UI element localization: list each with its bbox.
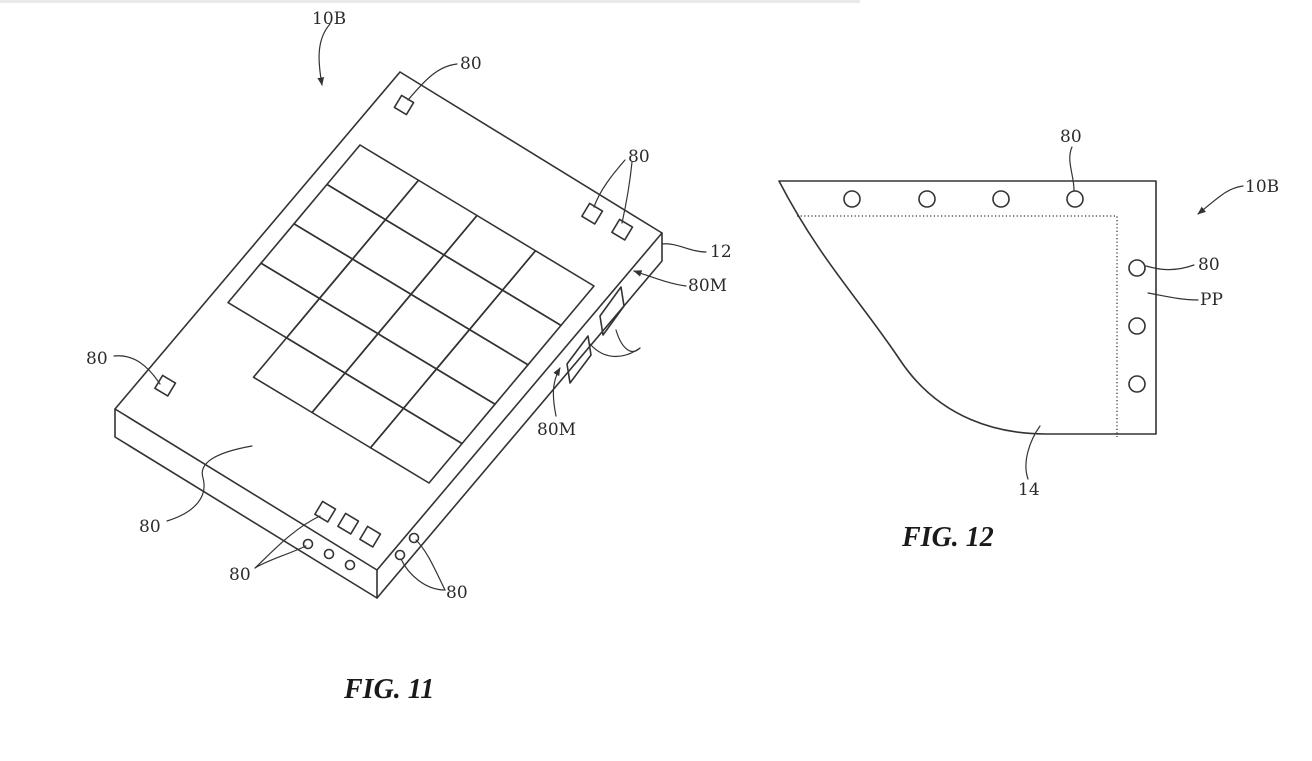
label-14: 14 (1018, 480, 1040, 500)
leader-80m-curve-a (616, 330, 640, 351)
sensor-square (360, 526, 381, 547)
display-grid-cell (261, 224, 353, 299)
label-80-left: 80 (86, 349, 108, 369)
fig-11-device-body (115, 72, 662, 598)
display-grid-cell (386, 180, 478, 255)
label-80-grid: 80 (139, 517, 161, 537)
fig-12-labels: 80 10B 80 PP 14 (1018, 127, 1279, 500)
display-grid-cell (312, 373, 404, 448)
leader-80m-lower (553, 368, 560, 416)
display-grid-cell (353, 220, 445, 295)
fig-12-top-sensors (844, 191, 1083, 207)
sensor-circle (1129, 260, 1145, 276)
fig-12-inner-border (797, 216, 1117, 437)
module-80m (600, 287, 624, 335)
label-80-top: 80 (1060, 127, 1082, 147)
label-80-corner: 80 (446, 583, 468, 603)
fig-12-drawing: 80 10B 80 PP 14 FIG. 12 (779, 127, 1279, 553)
display-grid-cell (294, 184, 386, 259)
sensor-square (315, 501, 336, 522)
sensor-square (394, 95, 413, 114)
display-grid-cell (320, 259, 412, 334)
fig-12-side-sensors (1129, 260, 1145, 392)
label-80m-upper: 80M (688, 276, 727, 296)
leader-80-bottom-b (255, 516, 320, 568)
display-grid-cell (287, 298, 379, 373)
sensor-square (582, 203, 603, 224)
display-grid-cell (228, 263, 320, 338)
display-grid-cell (371, 408, 463, 483)
display-grid-cell (345, 334, 437, 409)
display-grid-cell (470, 290, 562, 365)
label-80m-lower: 80M (537, 420, 576, 440)
fig-11-square-sensors (155, 95, 633, 547)
leader-80m-curve-b (590, 344, 640, 357)
sensor-circle (346, 561, 355, 570)
leader-10b-arrow (319, 24, 330, 85)
leader-80-corner-a (401, 559, 445, 590)
display-grid-cell (503, 251, 595, 326)
fig-11-drawing: 10B 80 80 12 80M 80M 80 80 80 80 FIG. 11 (86, 9, 732, 705)
sensor-circle (993, 191, 1009, 207)
fig-12-leaders (1026, 147, 1243, 479)
display-grid-cell (444, 216, 536, 291)
leader-80-side (1146, 265, 1194, 270)
label-pp: PP (1200, 290, 1223, 310)
label-10b: 10B (1245, 177, 1279, 197)
sensor-circle (325, 550, 334, 559)
leader-80-left (114, 356, 160, 384)
fig-11-caption: FIG. 11 (343, 674, 434, 705)
label-80-side: 80 (1198, 255, 1220, 275)
leader-12 (662, 244, 706, 252)
display-grid-cell (327, 145, 419, 220)
sensor-circle (919, 191, 935, 207)
label-10b: 10B (312, 9, 346, 29)
display-grid-cell (404, 369, 496, 444)
sensor-circle (396, 551, 405, 560)
display-grid-cell (437, 330, 529, 405)
sensor-square (155, 375, 176, 396)
display-grid-cell (378, 294, 470, 369)
label-80-top: 80 (460, 54, 482, 74)
sensor-circle (1067, 191, 1083, 207)
sensor-circle (1129, 376, 1145, 392)
label-80-bottom: 80 (229, 565, 251, 585)
display-grid-cell (254, 338, 346, 413)
leader-80-top (1070, 147, 1074, 190)
label-12: 12 (710, 242, 732, 262)
sensor-circle (844, 191, 860, 207)
label-80-right: 80 (628, 147, 650, 167)
sensor-square (338, 513, 359, 534)
fig-12-caption: FIG. 12 (901, 522, 994, 553)
leader-80-bottom-a (255, 546, 306, 568)
fig-12-panel-outline (779, 181, 1156, 434)
leader-80-grid (167, 446, 252, 521)
sensor-circle (1129, 318, 1145, 334)
display-grid-cell (411, 255, 503, 330)
leader-10b-arrow (1198, 186, 1243, 214)
